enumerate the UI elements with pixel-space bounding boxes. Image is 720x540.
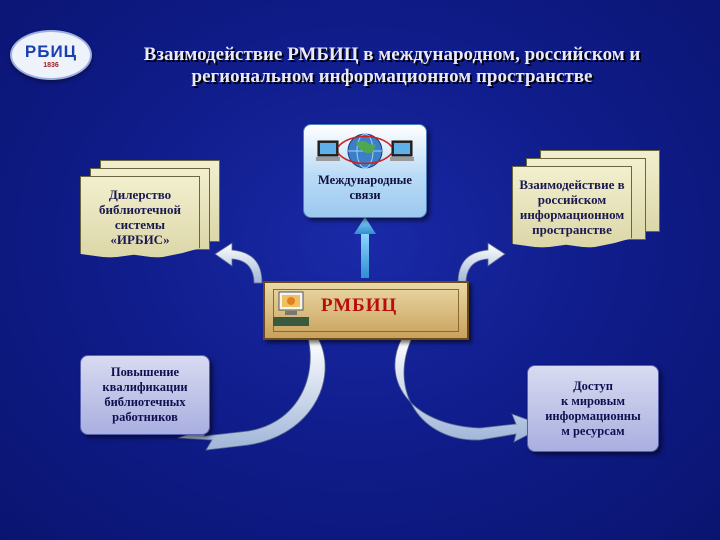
access-panel: Доступ к мировым информационны м ресурса…: [527, 365, 659, 452]
globe-network-icon: [316, 133, 414, 169]
logo-abbr: РБИЦ: [24, 41, 78, 61]
logo-year: 1836: [43, 61, 59, 69]
rmbic-logo: РБИЦ 1836: [10, 30, 92, 80]
title-line-1: Взаимодействие РМБИЦ в международном, ро…: [143, 44, 641, 65]
computer-icon-left: [316, 140, 340, 161]
international-label: Международные связи: [318, 173, 412, 202]
center-mini-tag: [273, 317, 309, 326]
rmbic-center-box: РМБИЦ: [263, 281, 469, 340]
title-line-2: региональном информационном пространстве: [191, 66, 593, 87]
computer-icon: [278, 291, 304, 315]
page-title: Взаимодействие РМБИЦ в международном, ро…: [92, 44, 692, 88]
arrow-to-international: [354, 217, 376, 278]
arrow-to-russian: [457, 242, 506, 284]
international-relations-box: Международные связи: [303, 124, 427, 218]
qualification-panel: Повышение квалификации библиотечных рабо…: [80, 355, 210, 435]
arrow-to-access: [394, 337, 546, 443]
russian-space-label: Взаимодействие в российском информационн…: [512, 166, 632, 248]
irbis-label: Дилерство библиотечной системы «ИРБИС»: [80, 176, 200, 258]
center-label: РМБИЦ: [321, 295, 398, 316]
arrow-to-qualification: [177, 337, 326, 451]
arrow-to-irbis: [214, 242, 263, 284]
computer-icon-right: [390, 140, 414, 161]
